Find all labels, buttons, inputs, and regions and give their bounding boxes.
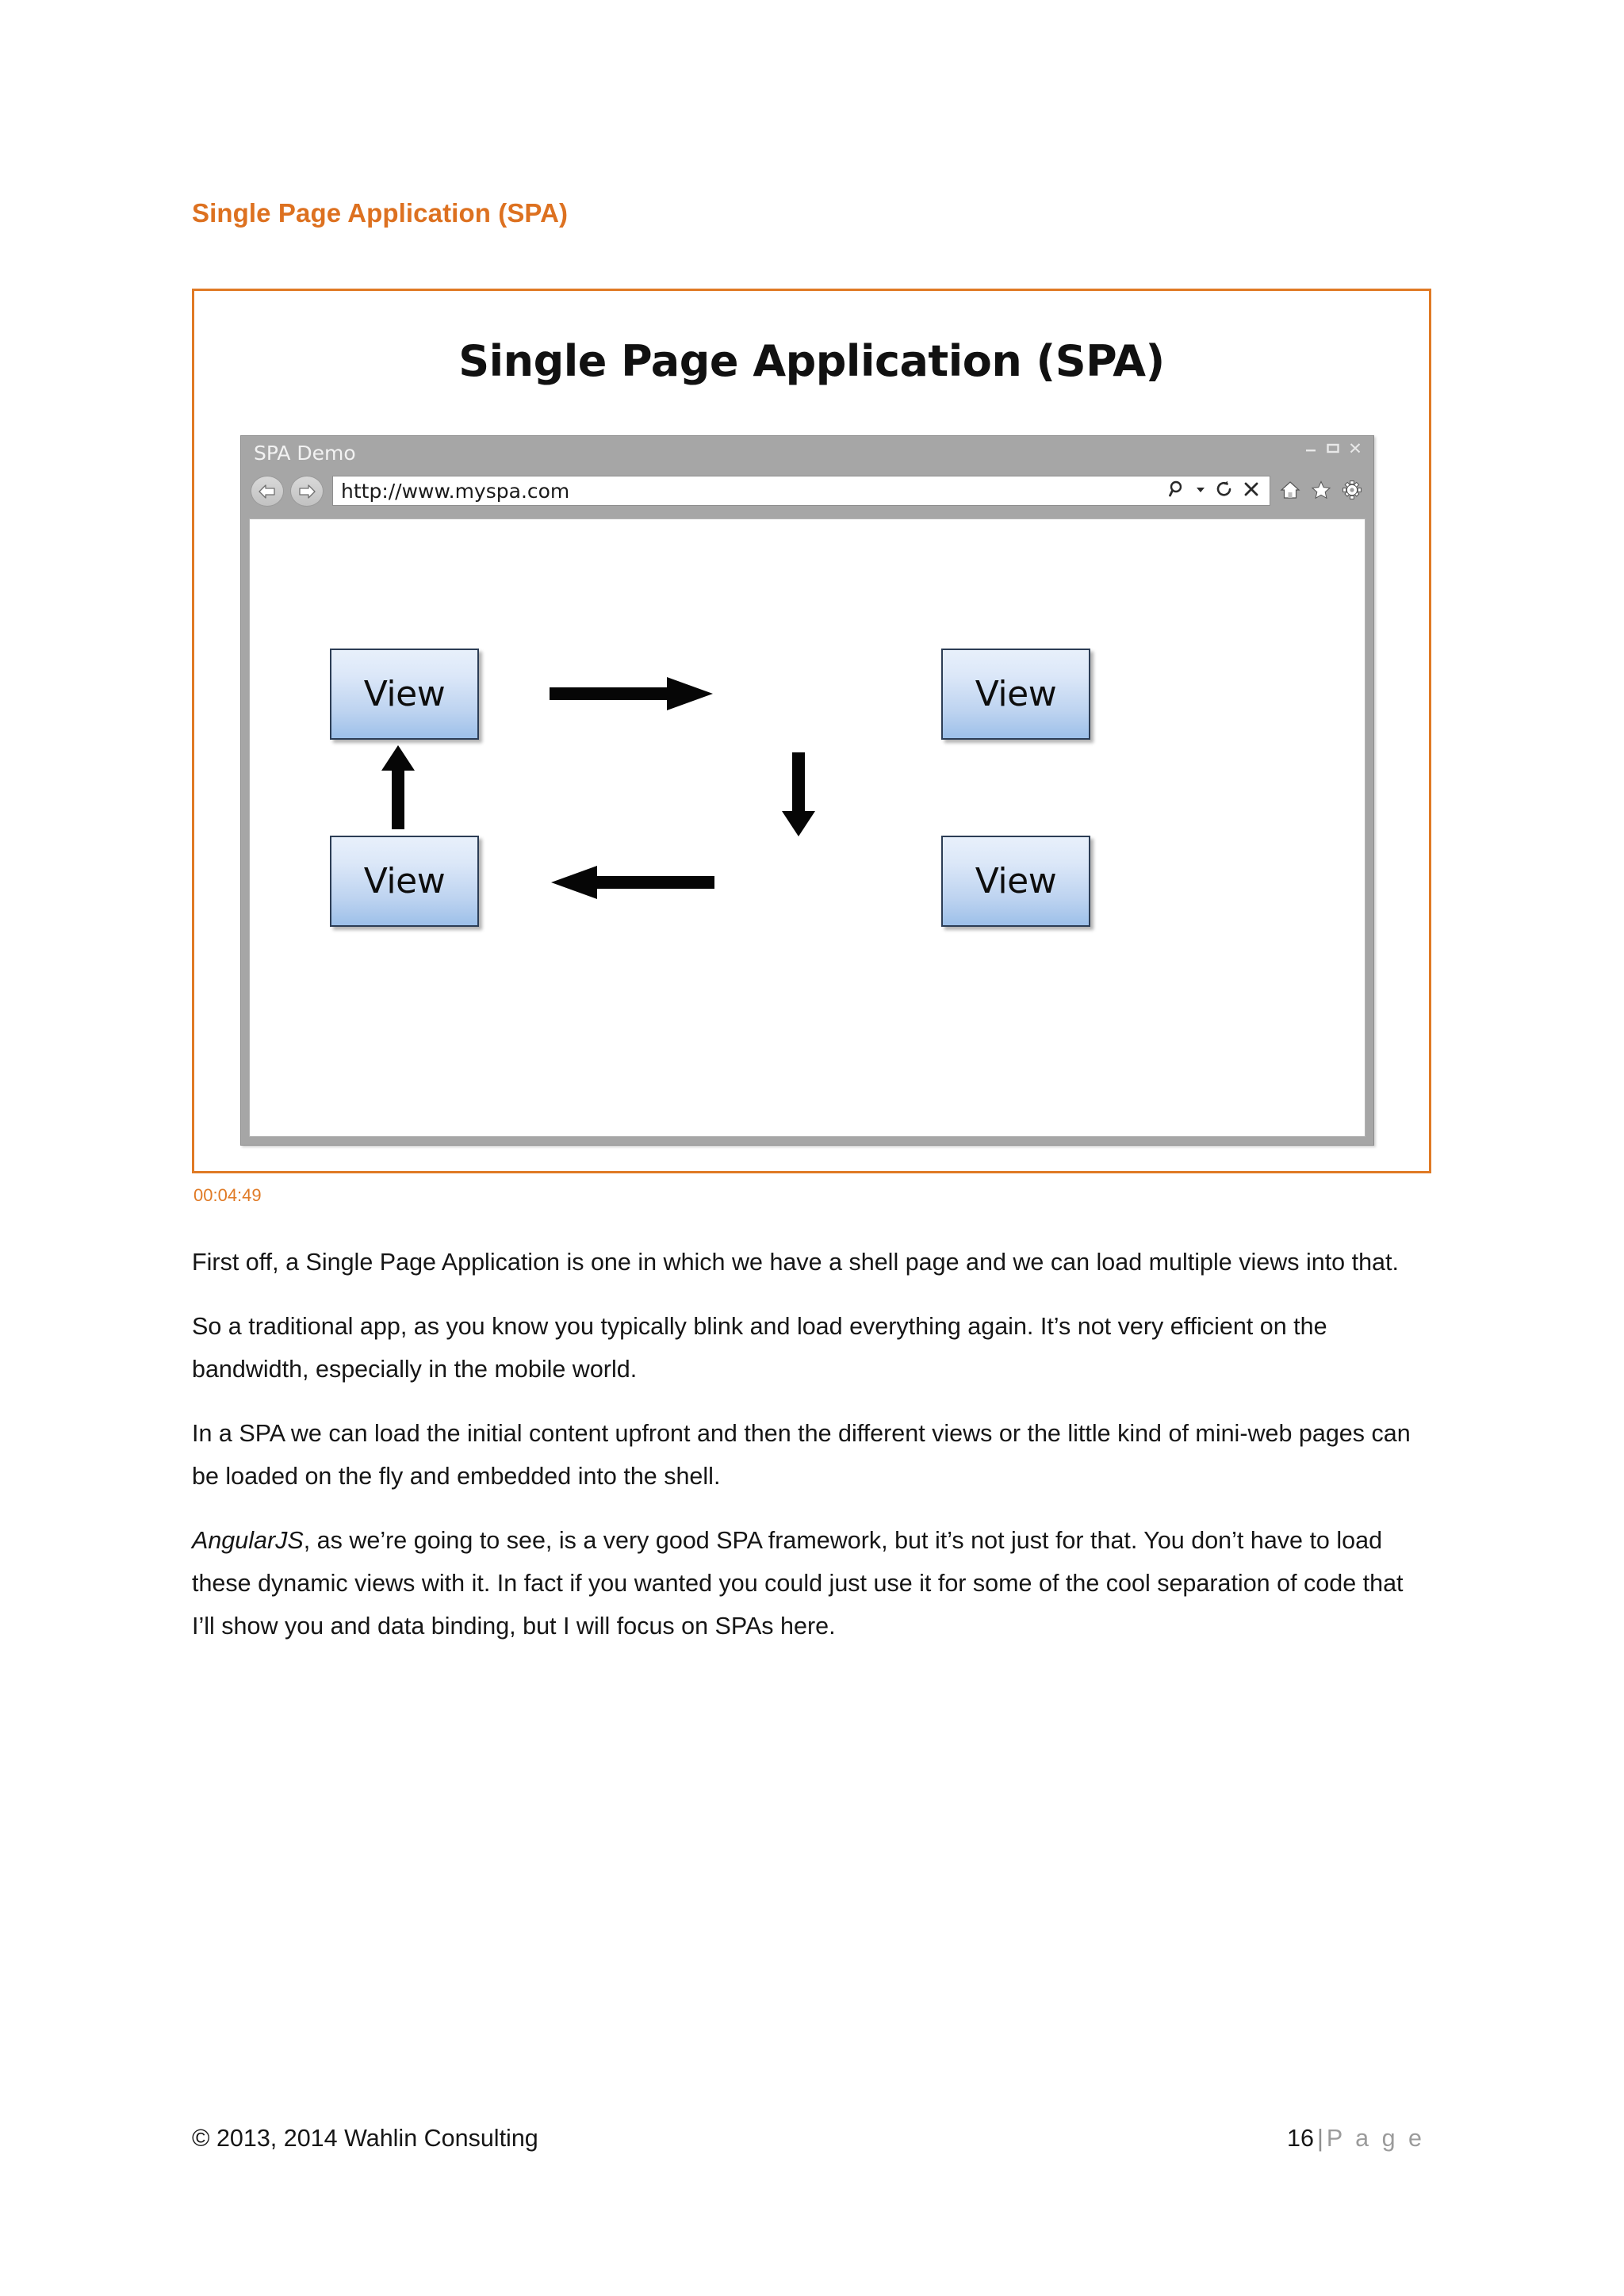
url-text[interactable]: http://www.myspa.com (341, 479, 570, 503)
browser-viewport: View View View View (249, 519, 1365, 1137)
stop-icon[interactable] (1243, 480, 1260, 502)
footer-page-number: 16 (1287, 2125, 1314, 2152)
view-box-bottom-right: View (941, 836, 1090, 927)
browser-window-mock: SPA Demo (240, 435, 1374, 1146)
home-icon[interactable] (1280, 480, 1300, 504)
browser-titlebar: SPA Demo (241, 436, 1373, 469)
window-controls (1304, 441, 1362, 459)
browser-window-title: SPA Demo (254, 442, 356, 465)
paragraph-4-rest: , as we’re going to see, is a very good … (192, 1527, 1404, 1640)
browser-toolbar: http://www.myspa.com (241, 469, 1373, 515)
paragraph-1: First off, a Single Page Application is … (192, 1249, 1399, 1276)
view-box-top-left: View (330, 649, 479, 740)
figure-container: Single Page Application (SPA) SPA Demo (192, 289, 1431, 1173)
footer-separator: | (1316, 2125, 1323, 2152)
address-bar[interactable]: http://www.myspa.com (332, 476, 1270, 506)
paragraph-4: AngularJS, as we’re going to see, is a v… (192, 1519, 1425, 1647)
body-text: First off, a Single Page Application is … (192, 1241, 1425, 1669)
video-timestamp: 00:04:49 (193, 1185, 262, 1205)
page-footer: © 2013, 2014 Wahlin Consulting 16|P a g … (192, 2125, 1425, 2152)
search-icon[interactable] (1169, 480, 1186, 503)
figure-title: Single Page Application (SPA) (458, 336, 1165, 386)
address-bar-icons (1169, 480, 1260, 503)
paragraph-2: So a traditional app, as you know you ty… (192, 1313, 1327, 1383)
forward-arrow-icon[interactable] (290, 476, 324, 507)
arrow-left-icon (550, 863, 714, 905)
view-box-label: View (363, 861, 446, 901)
footer-copyright: © 2013, 2014 Wahlin Consulting (192, 2125, 538, 2152)
paragraph-3: In a SPA we can load the initial content… (192, 1420, 1411, 1490)
paragraph-4-italic-lead: AngularJS (192, 1527, 304, 1554)
chevron-down-icon[interactable] (1195, 484, 1206, 498)
footer-page-indicator: 16|P a g e (1287, 2125, 1425, 2152)
refresh-icon[interactable] (1215, 480, 1234, 503)
view-box-label: View (975, 674, 1057, 714)
browser-toolbar-icons (1280, 480, 1362, 504)
minimize-icon[interactable] (1304, 441, 1318, 459)
arrow-up-icon (379, 744, 417, 833)
footer-page-word: P a g e (1326, 2125, 1425, 2152)
view-box-bottom-left: View (330, 836, 479, 927)
settings-gear-icon[interactable] (1342, 480, 1362, 504)
arrow-right-icon (550, 675, 714, 717)
maximize-icon[interactable] (1326, 441, 1340, 459)
back-arrow-icon[interactable] (251, 476, 284, 507)
view-box-label: View (975, 861, 1057, 901)
view-box-top-right: View (941, 649, 1090, 740)
close-icon[interactable] (1348, 441, 1362, 459)
arrow-down-icon (779, 752, 818, 842)
view-box-label: View (363, 674, 446, 714)
favorites-star-icon[interactable] (1311, 480, 1331, 504)
page-title: Single Page Application (SPA) (192, 198, 569, 228)
